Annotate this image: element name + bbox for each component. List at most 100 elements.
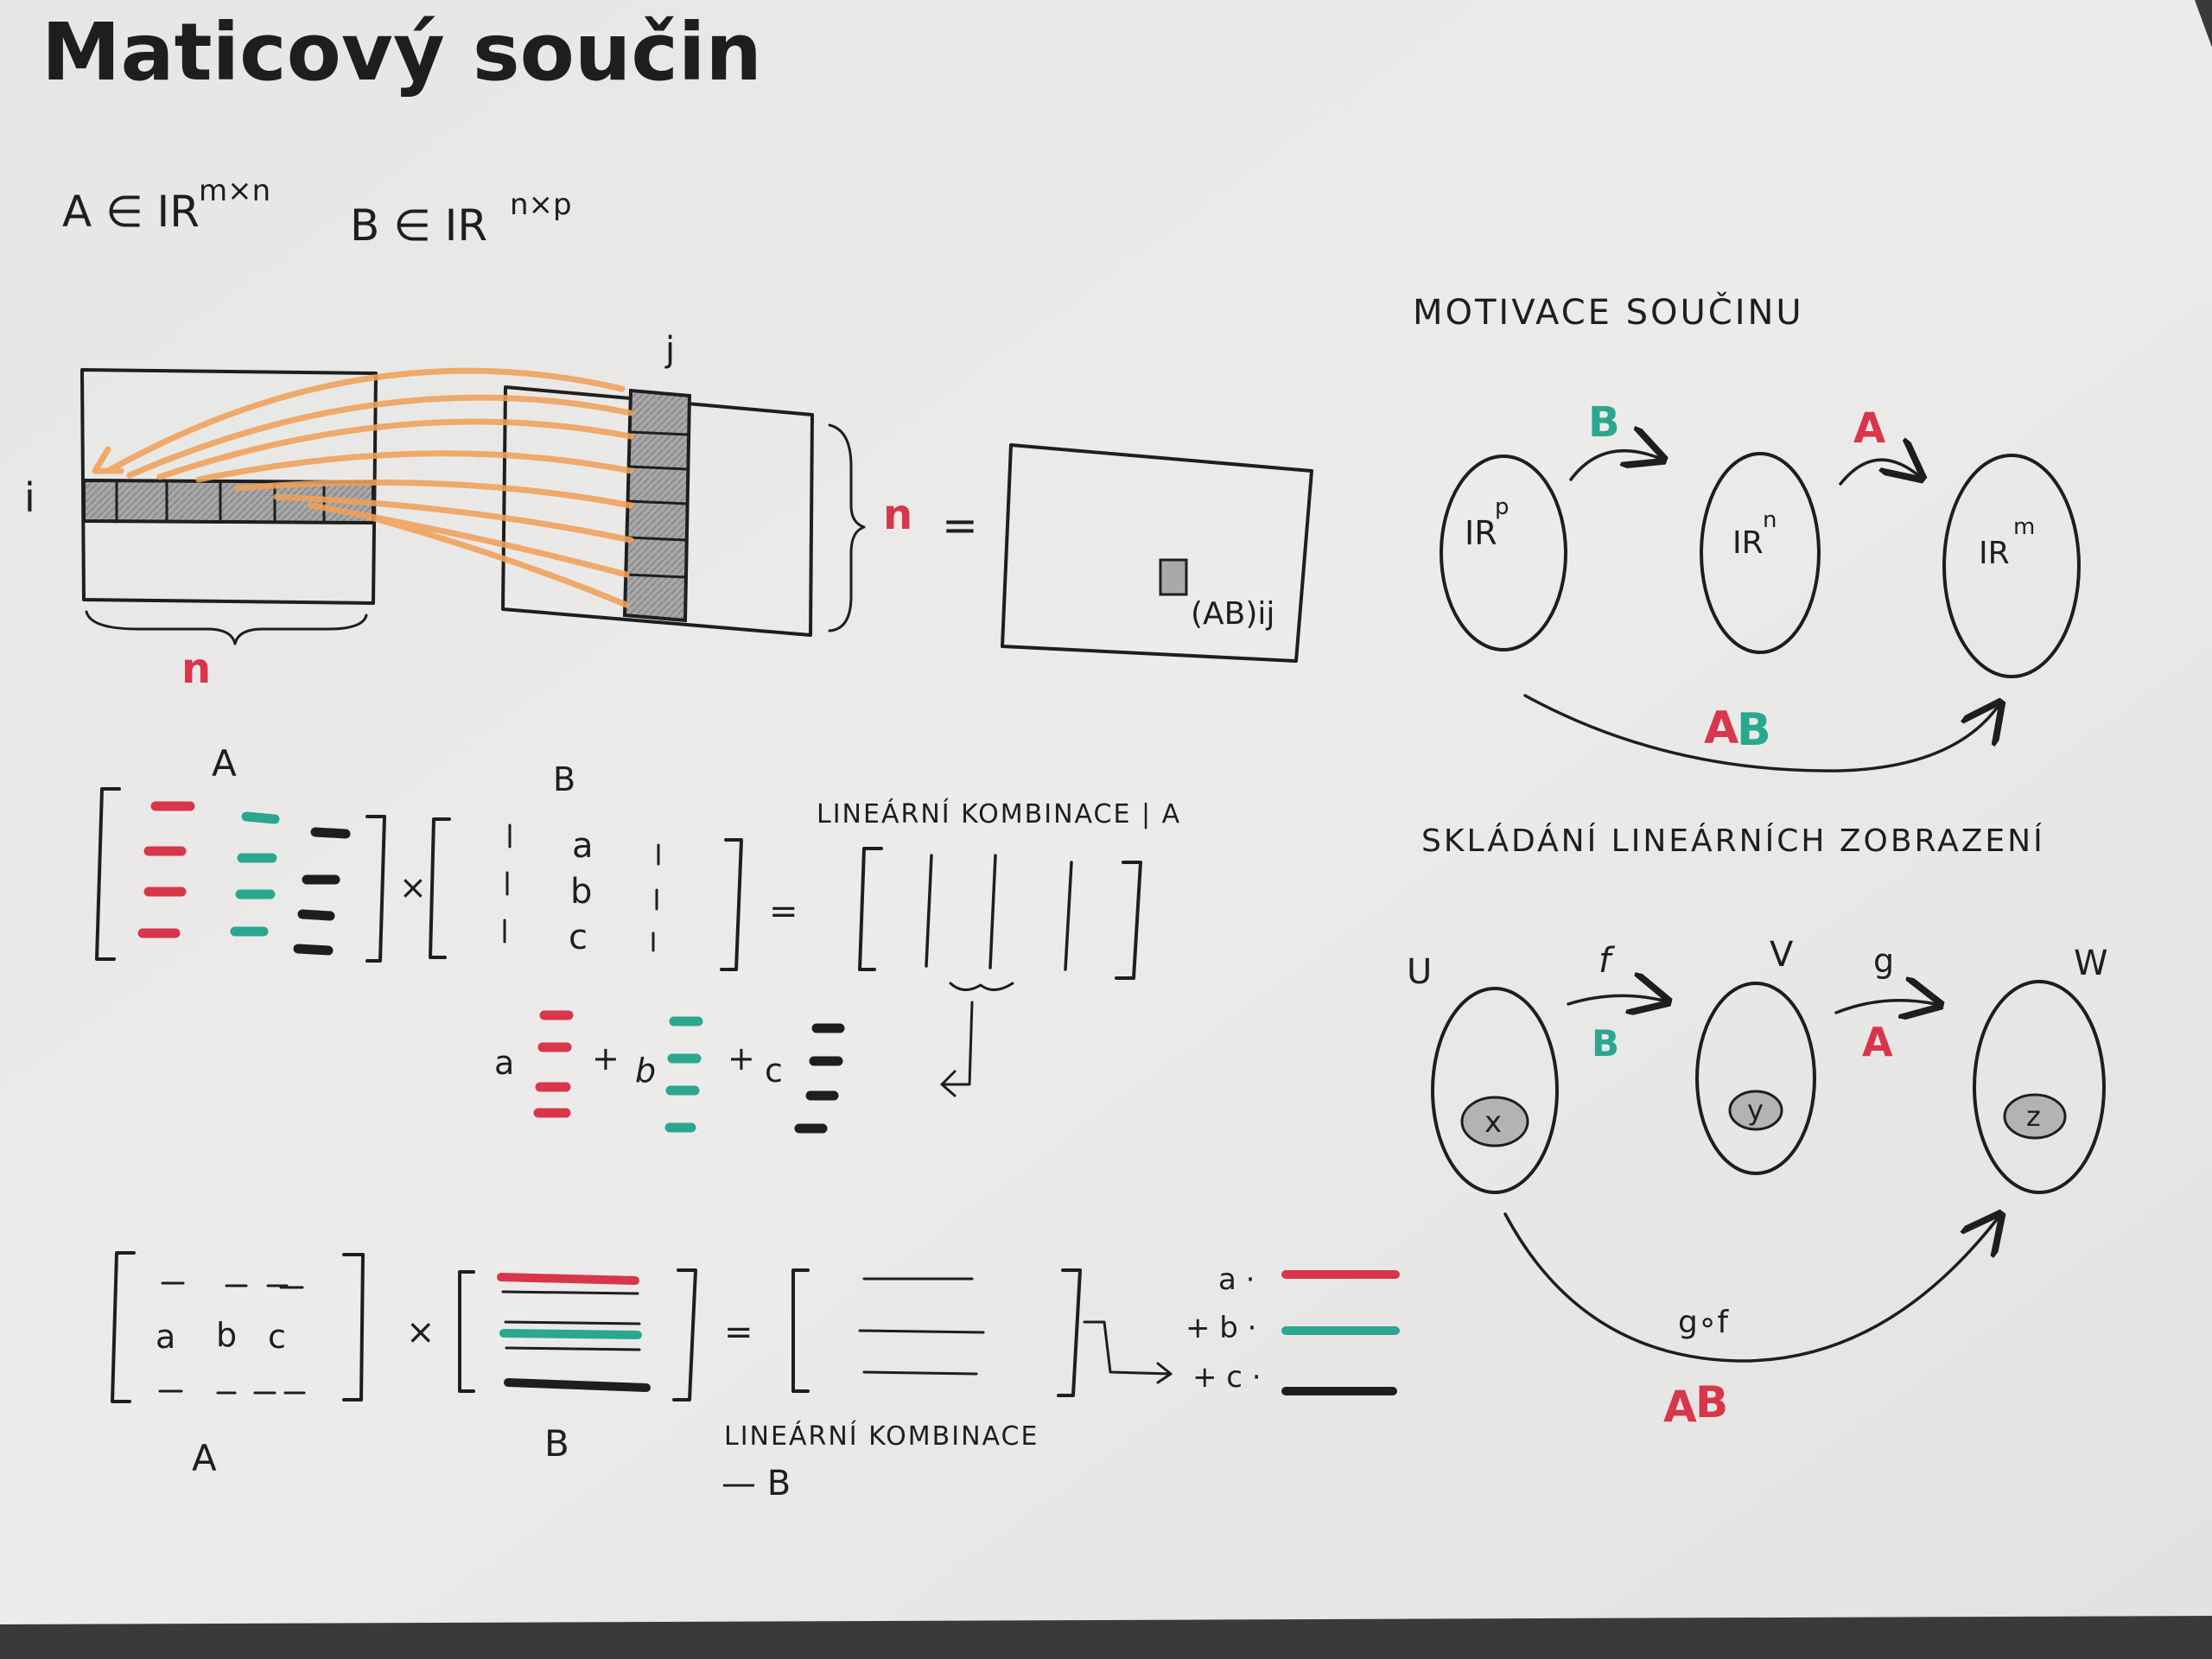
set-w-label: W: [2074, 944, 2108, 983]
arrow-f: [1567, 995, 1663, 1004]
sum-col-c: [794, 1023, 845, 1134]
matrix-a-rect: [80, 368, 378, 605]
row-result-bracket-right: [1057, 1268, 1082, 1397]
set-v-label: V: [1770, 935, 1794, 975]
set-u-label: U: [1407, 952, 1432, 992]
space-p-sup: p: [1495, 494, 1510, 520]
arrow-g: [1834, 1001, 1936, 1013]
row-b-bracket-left: [458, 1270, 475, 1393]
matrix-b-col-j: [622, 388, 692, 623]
sum-plus-1: +: [592, 1039, 620, 1077]
elem-y-disc: [1728, 1090, 1783, 1131]
sum-coef-c: c: [765, 1052, 783, 1090]
space-n-sup: n: [1763, 507, 1777, 533]
map-b-label: B: [1588, 398, 1620, 447]
col-a-bracket-left: [95, 787, 121, 961]
row-view-label-b: B: [544, 1422, 569, 1465]
composition-heading: SKLÁDÁNÍ LINEÁRNÍCH ZOBRAZENÍ: [1421, 823, 2045, 859]
row-a-entry-a: a: [156, 1318, 175, 1356]
elem-x: x: [1484, 1105, 1502, 1140]
col-a-bracket-right: [365, 815, 386, 963]
elem-z-disc: [2003, 1093, 2067, 1140]
set-v-ellipse: [1695, 982, 1816, 1175]
col-a-entries: [137, 801, 351, 956]
motivation-heading: MOTIVACE SOUČINU: [1413, 291, 1804, 333]
col-index-label: j: [664, 330, 675, 370]
gof-matrix-b: B: [1695, 1377, 1728, 1427]
space-n-ellipse: [1700, 452, 1821, 654]
row-result-bracket-left: [791, 1268, 810, 1393]
space-p: IR: [1465, 514, 1497, 552]
block-diagram: i n j n = (AB)ij: [24, 330, 1313, 693]
col-result-bracket-right: [1115, 861, 1142, 980]
row-view: a b c A × B = a · + b · + c · LINEÁRNÍ K…: [111, 1251, 1400, 1503]
space-m-sup: m: [2013, 514, 2035, 540]
elem-z: z: [2026, 1100, 2041, 1133]
b-dimension-sup: n×p: [510, 188, 572, 222]
sum-plus-2: +: [728, 1039, 755, 1077]
result-matrix-rect: [1001, 443, 1313, 663]
orange-mapping-arrows: [92, 367, 634, 608]
result-cell-label: (AB)ij: [1191, 596, 1274, 632]
map-a-label: A: [1853, 404, 1885, 453]
definitions: A ∈ IR m×n B ∈ IR n×p: [62, 174, 572, 251]
row-a-entry-b: b: [216, 1316, 237, 1354]
paper-sheet: [0, 0, 2212, 1624]
arrow-gof: [1503, 1214, 1998, 1363]
elem-y: y: [1747, 1094, 1764, 1127]
row-result-rows: [858, 1277, 985, 1376]
space-n: IR: [1732, 525, 1764, 561]
col-result-bracket-left: [858, 847, 883, 971]
brace-bottom: [85, 610, 368, 645]
a-dimension-sup: m×n: [199, 174, 270, 208]
col-b-entry-b: b: [570, 872, 592, 912]
sum-coef-a: a: [494, 1044, 514, 1082]
map-gof-label: g∘f: [1678, 1305, 1729, 1340]
space-p-ellipse: [1440, 454, 1567, 652]
col-b-entry-a: a: [572, 826, 594, 866]
row-a-bracket-left: [111, 1251, 136, 1403]
row-term-a: a ·: [1218, 1262, 1255, 1297]
page-title: Maticový součin: [41, 6, 762, 99]
composition-section: SKLÁDÁNÍ LINEÁRNÍCH ZOBRAZENÍ U x V y W …: [1407, 823, 2108, 1432]
row-view-times: ×: [406, 1313, 435, 1352]
map-g-label: g: [1873, 942, 1894, 980]
map-g-matrix: A: [1862, 1019, 1893, 1065]
matrix-a-row-i: [82, 478, 375, 525]
col-b-bracket-left: [429, 817, 451, 959]
row-view-equals: =: [724, 1313, 753, 1352]
space-m-ellipse: [1942, 454, 2081, 678]
col-result-columns: [925, 854, 1073, 971]
row-index-label: i: [24, 474, 35, 521]
brace-right: [828, 423, 866, 632]
col-view-equals: =: [769, 892, 798, 931]
row-view-label-a: A: [192, 1437, 217, 1479]
elem-x-disc: [1460, 1096, 1529, 1147]
col-result-arrow: [940, 1001, 974, 1097]
arrow-ab: [1523, 696, 1998, 772]
col-b-bracket-right: [720, 838, 743, 971]
result-cell: [1159, 558, 1188, 596]
col-result-brace: [949, 982, 1014, 991]
gof-matrix-a: A: [1663, 1382, 1697, 1432]
map-f-matrix: B: [1592, 1022, 1619, 1065]
row-b-guide-lines: [501, 1290, 641, 1351]
set-u-ellipse: [1431, 987, 1559, 1194]
a-dimension: A ∈ IR: [62, 187, 200, 237]
b-dimension: B ∈ IR: [350, 200, 487, 251]
block-equals: =: [942, 500, 978, 550]
col-view-times: ×: [399, 868, 427, 906]
col-lin-comb-note: LINEÁRNÍ KOMBINACE | A: [817, 798, 1181, 830]
sum-col-b: [664, 1016, 703, 1133]
arrow-b: [1569, 451, 1659, 481]
space-m: IR: [1979, 536, 2010, 571]
row-lin-comb-note: LINEÁRNÍ KOMBINACE: [724, 1421, 1039, 1452]
row-a-entry-c: c: [268, 1318, 286, 1356]
row-a-dashes: [158, 1281, 306, 1395]
n-bottom-label: n: [181, 645, 211, 693]
arrow-a: [1839, 460, 1918, 486]
n-right-label: n: [883, 491, 912, 539]
map-ab-b: B: [1737, 704, 1771, 756]
sum-col-a: [533, 1010, 574, 1118]
